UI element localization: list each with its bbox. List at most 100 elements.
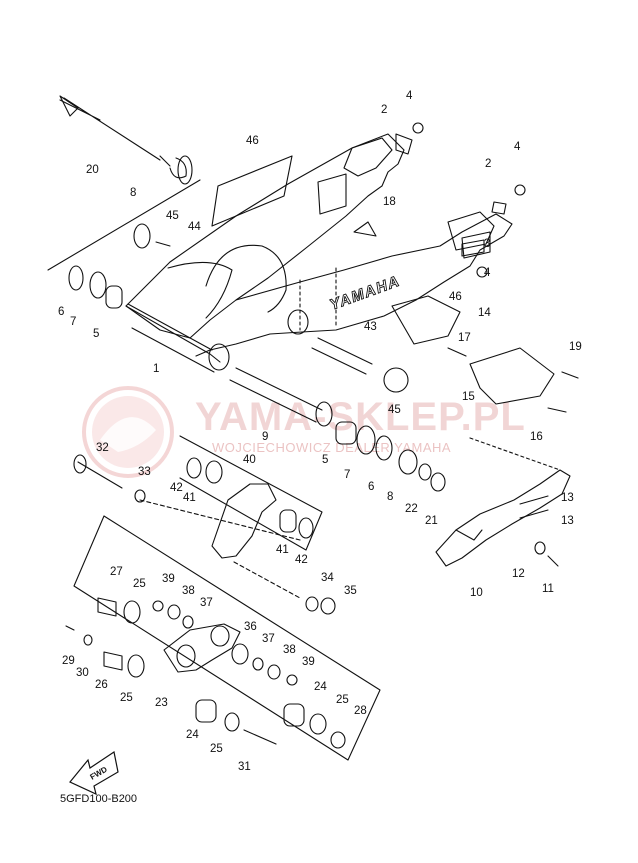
relay-arm-boss-2	[210, 625, 230, 647]
collar-7	[89, 271, 107, 299]
plate-2-left	[395, 133, 413, 155]
clip-18	[353, 221, 377, 237]
callout-15: 15	[462, 391, 475, 403]
chain-guard-15	[469, 347, 555, 405]
bolt-4-lower	[476, 266, 488, 278]
callout-46: 46	[449, 291, 462, 303]
callout-42: 42	[295, 554, 308, 566]
bearing-42a	[186, 457, 202, 479]
callout-38: 38	[283, 644, 296, 656]
bearing-41a	[205, 460, 223, 484]
callout-11: 11	[542, 583, 554, 595]
clip-37b	[252, 657, 264, 671]
washer-30	[83, 634, 93, 646]
pivot-boss	[287, 309, 309, 335]
callout-7: 7	[70, 316, 76, 328]
callout-24: 24	[186, 729, 199, 741]
callout-13: 13	[561, 515, 574, 527]
callout-45: 45	[388, 404, 401, 416]
bolt-4-right	[514, 184, 526, 196]
callout-16: 16	[530, 431, 543, 443]
bearing-24b	[283, 703, 305, 727]
bolt-32-axis	[139, 499, 301, 541]
bearing-42b	[298, 517, 314, 539]
callout-6: 6	[58, 306, 64, 318]
callout-3: 3	[484, 238, 490, 250]
callout-32: 32	[96, 442, 109, 454]
callout-21: 21	[425, 515, 438, 527]
swingarm-right-arm	[195, 213, 513, 357]
callout-37: 37	[262, 633, 275, 645]
swingarm-left-arm	[125, 133, 405, 339]
axle-slot-left	[317, 173, 347, 215]
relay-arm-23	[163, 623, 241, 673]
callout-12: 12	[512, 568, 525, 580]
plate-3	[461, 239, 485, 257]
nut-35	[320, 597, 336, 615]
callout-18: 18	[383, 196, 396, 208]
bolt-29	[65, 625, 75, 631]
cap-39b	[286, 674, 298, 686]
callout-8: 8	[130, 187, 136, 199]
callout-2: 2	[485, 158, 491, 170]
chain-slider-10-detail	[455, 529, 483, 541]
washer-38a	[167, 604, 181, 620]
callout-41: 41	[183, 492, 196, 504]
relay-arm-boss	[176, 644, 196, 668]
collar-27	[97, 597, 117, 617]
bearing-41b	[279, 509, 297, 533]
bearing-5	[105, 285, 123, 309]
connecting-rod-40	[211, 483, 277, 559]
watermark: YAMA-SKLEP.PL WOJCIECHOWICZ DEALER YAMAH…	[82, 386, 525, 478]
bearing-25c	[224, 712, 240, 732]
decal-46-top	[211, 155, 293, 227]
callout-9: 9	[262, 431, 268, 443]
callout-28: 28	[354, 705, 367, 717]
callout-27: 27	[110, 566, 123, 578]
callout-42: 42	[170, 482, 183, 494]
callout-43: 43	[364, 321, 377, 333]
bearing-24a	[195, 699, 217, 723]
callout-5: 5	[322, 454, 328, 466]
washer-28	[330, 731, 346, 749]
pivot-shaft-9-end	[315, 401, 333, 427]
bolt-4-left	[412, 122, 424, 134]
callout-8: 8	[387, 491, 393, 503]
clip-37a	[182, 615, 194, 629]
shaft-43	[311, 337, 373, 375]
callout-40: 40	[243, 454, 256, 466]
cap-39a	[152, 600, 164, 612]
rod-axis	[233, 561, 301, 599]
washer-8	[177, 155, 193, 185]
swingarm-gusset	[167, 261, 233, 319]
pivot-tube-top	[127, 303, 213, 351]
bearing-25b	[127, 654, 145, 678]
collar-7b	[356, 425, 376, 455]
callout-4: 4	[514, 141, 521, 153]
callout-25: 25	[336, 694, 349, 706]
bearing-5b	[335, 421, 357, 445]
rod-group-frame	[179, 435, 323, 551]
callout-39: 39	[302, 656, 315, 668]
callout-13: 13	[561, 492, 574, 504]
pivot-shaft-head	[59, 95, 79, 117]
slider-link-dashed	[469, 437, 561, 471]
collar-26	[103, 651, 123, 671]
callout-2: 2	[381, 104, 387, 116]
chain-slider-10	[435, 469, 571, 567]
callout-37: 37	[200, 597, 213, 609]
callout-41: 41	[276, 544, 289, 556]
callout-35: 35	[344, 585, 357, 597]
axle-slot-right	[461, 231, 491, 259]
callout-45: 45	[166, 210, 179, 222]
callout-22: 22	[405, 503, 418, 515]
callout-4: 4	[484, 267, 491, 279]
lower-group-frame	[73, 515, 381, 761]
cap-45-top	[133, 223, 151, 249]
swingarm-hidden-lines	[299, 267, 337, 331]
bearing-25d	[309, 713, 327, 735]
watermark-subtext: WOJCIECHOWICZ DEALER YAMAHA	[212, 440, 451, 455]
washer-22	[418, 463, 432, 481]
diagram-lines	[47, 95, 579, 761]
pivot-shaft-20	[59, 97, 161, 161]
